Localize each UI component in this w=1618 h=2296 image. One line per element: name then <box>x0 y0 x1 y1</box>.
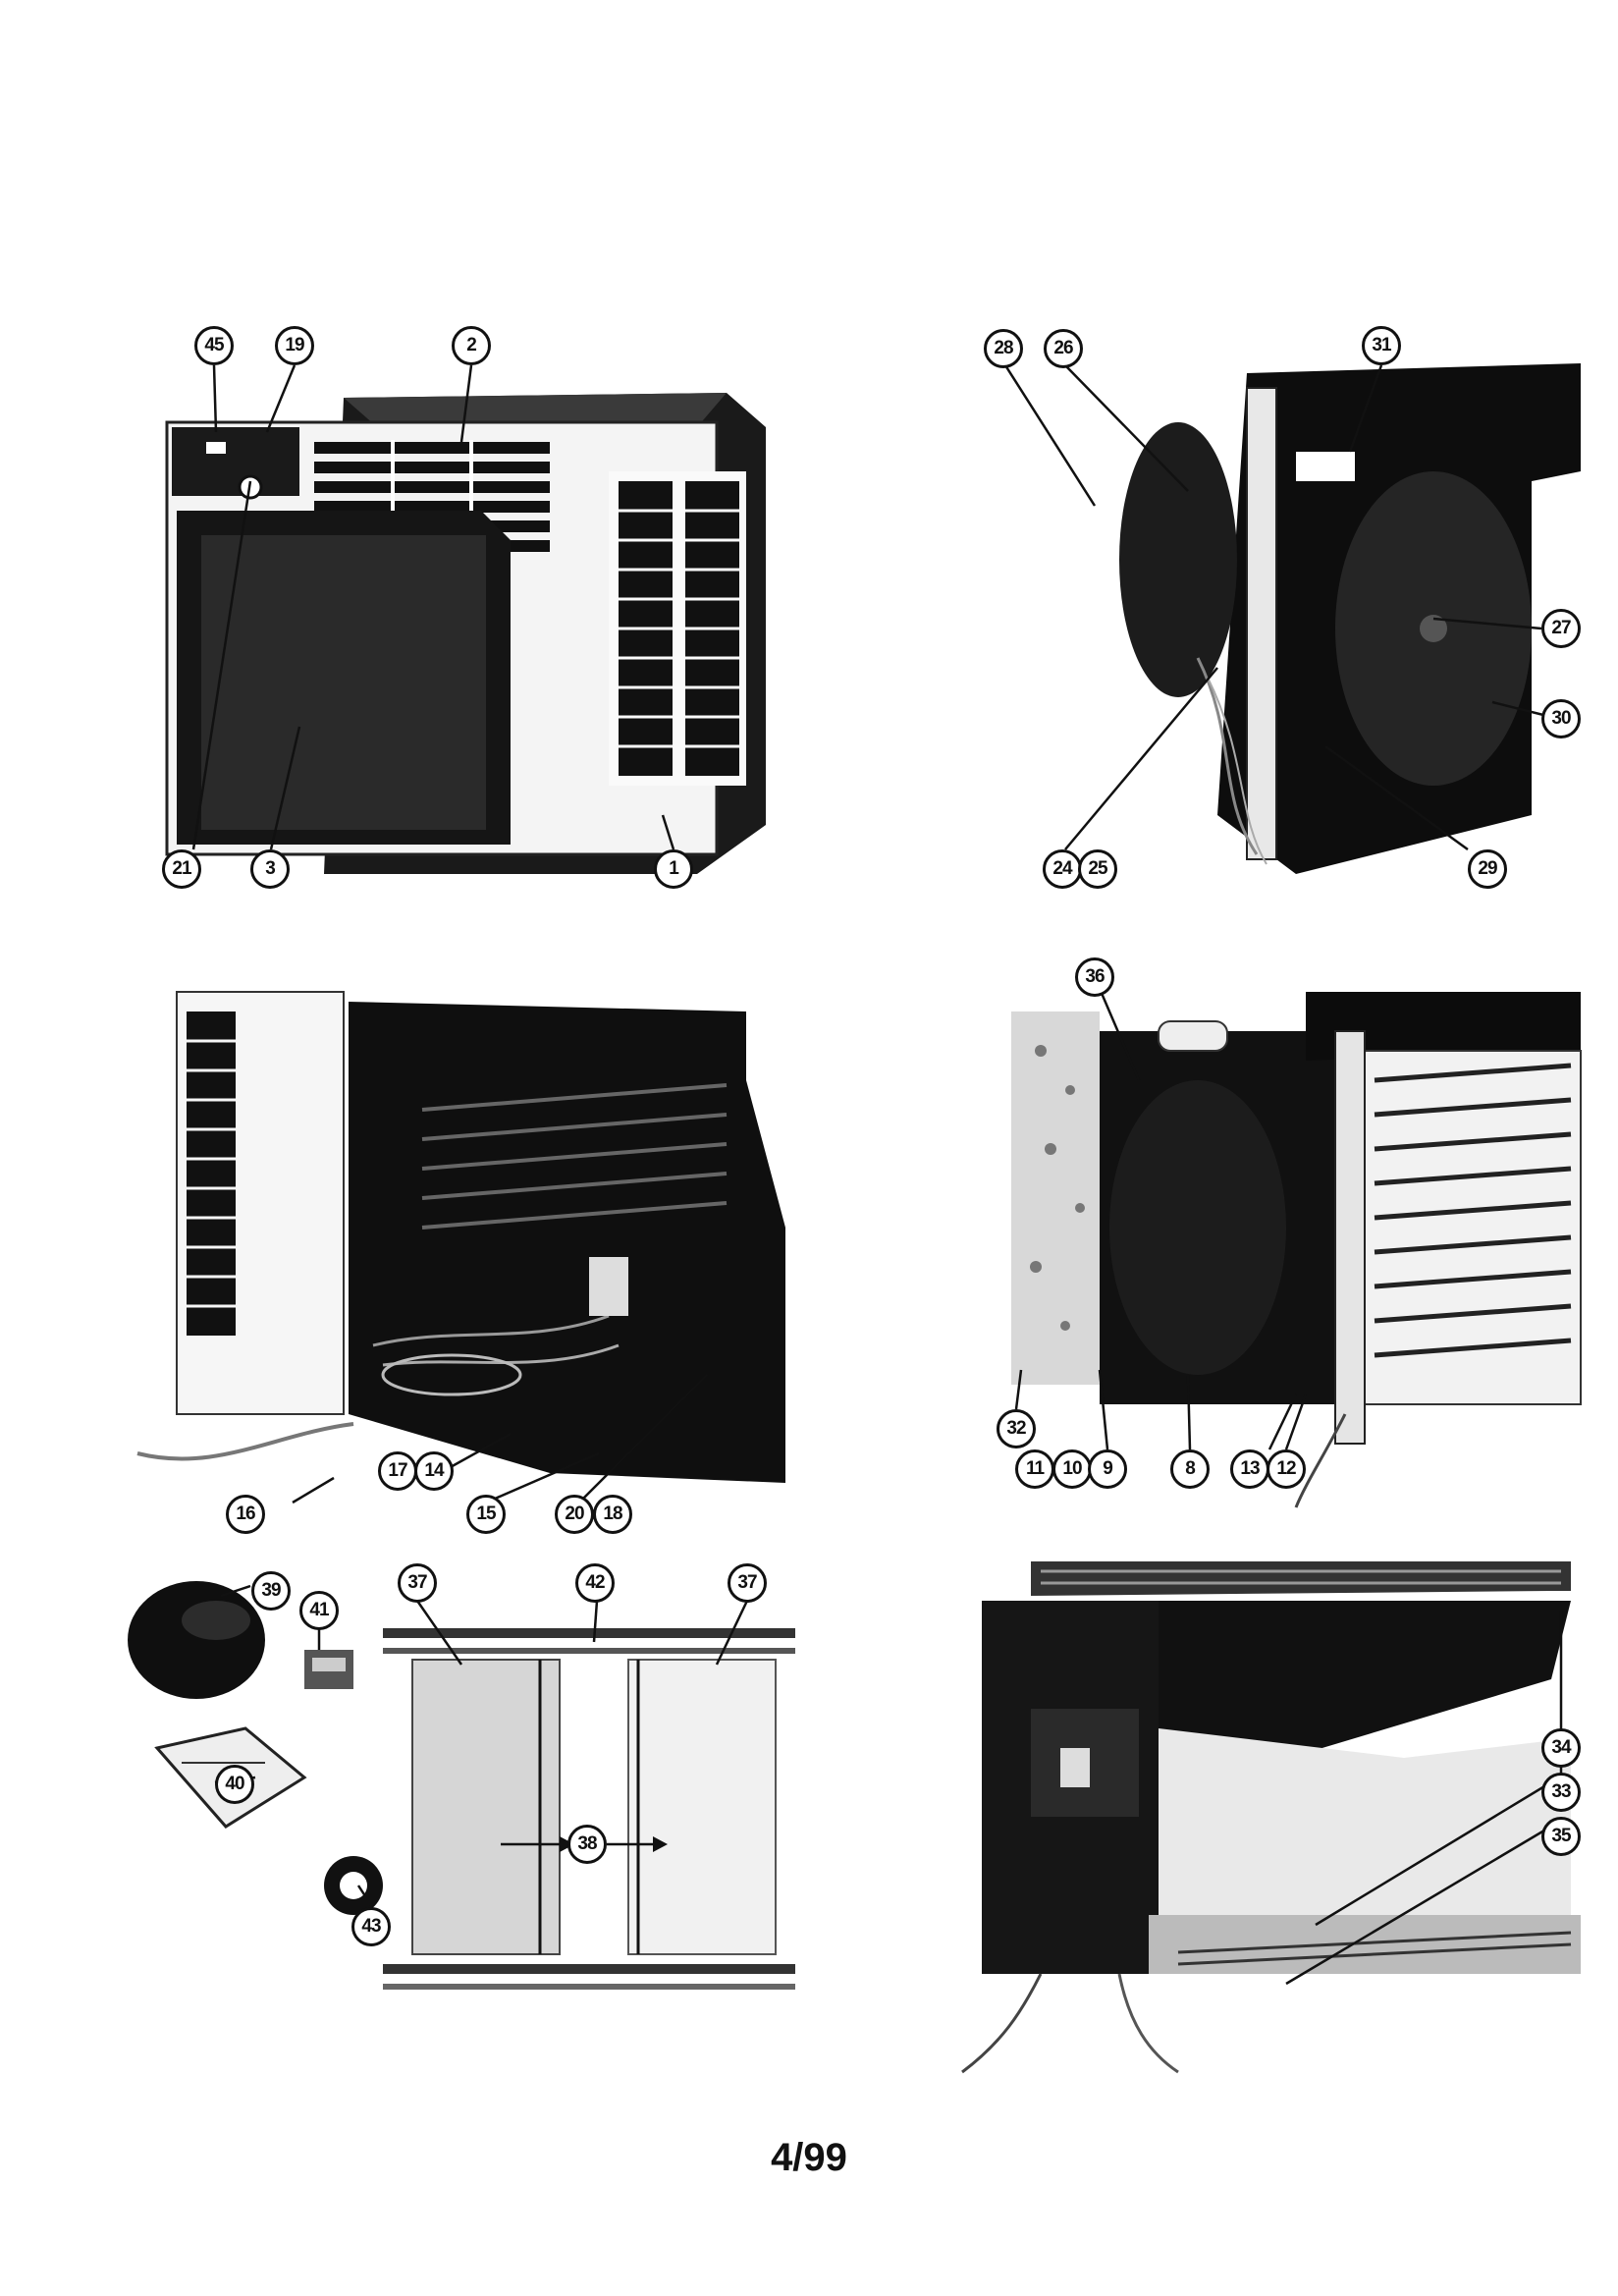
callout-35: 35 <box>1541 1817 1581 1856</box>
callout-28: 28 <box>984 329 1023 368</box>
callout-11: 11 <box>1015 1449 1054 1489</box>
callout-38: 38 <box>567 1825 607 1864</box>
callout-36: 36 <box>1075 957 1114 997</box>
callout-29: 29 <box>1468 849 1507 889</box>
window-installation-kit <box>383 1620 795 2013</box>
callout-17: 17 <box>378 1451 417 1491</box>
front-view-unit <box>147 363 795 874</box>
callout-8: 8 <box>1170 1449 1210 1489</box>
callout-43: 43 <box>351 1907 391 1946</box>
callout-24: 24 <box>1043 849 1082 889</box>
callout-31: 31 <box>1362 326 1401 365</box>
callout-13: 13 <box>1230 1449 1269 1489</box>
callout-27: 27 <box>1541 609 1581 648</box>
blower-fan-assembly <box>1119 363 1591 874</box>
callout-19: 19 <box>275 326 314 365</box>
chassis-side-view <box>136 991 795 1493</box>
callout-26: 26 <box>1044 329 1083 368</box>
callout-12: 12 <box>1267 1449 1306 1489</box>
callout-41: 41 <box>299 1591 339 1630</box>
callout-14: 14 <box>414 1451 454 1491</box>
callout-33: 33 <box>1541 1773 1581 1812</box>
callout-37-left: 37 <box>398 1563 437 1603</box>
callout-32: 32 <box>997 1409 1036 1449</box>
accessories-parts <box>128 1561 403 1994</box>
callout-37-right: 37 <box>728 1563 767 1603</box>
compressor-side-view <box>1011 972 1591 1512</box>
callout-21: 21 <box>162 849 201 889</box>
callout-9: 9 <box>1088 1449 1127 1489</box>
page-number: 4/99 <box>771 2136 847 2179</box>
callout-15: 15 <box>466 1495 506 1534</box>
callout-18: 18 <box>593 1495 632 1534</box>
callout-34: 34 <box>1541 1728 1581 1768</box>
callout-25: 25 <box>1078 849 1117 889</box>
callout-40: 40 <box>215 1765 254 1804</box>
callout-20: 20 <box>555 1495 594 1534</box>
callout-30: 30 <box>1541 699 1581 738</box>
callout-3: 3 <box>250 849 290 889</box>
callout-42: 42 <box>575 1563 615 1603</box>
callout-39: 39 <box>251 1571 291 1611</box>
callout-2: 2 <box>452 326 491 365</box>
coil-base-pan-view <box>961 1561 1581 2074</box>
callout-45: 45 <box>194 326 234 365</box>
callout-1: 1 <box>654 849 693 889</box>
callout-10: 10 <box>1052 1449 1092 1489</box>
callout-16: 16 <box>226 1495 265 1534</box>
